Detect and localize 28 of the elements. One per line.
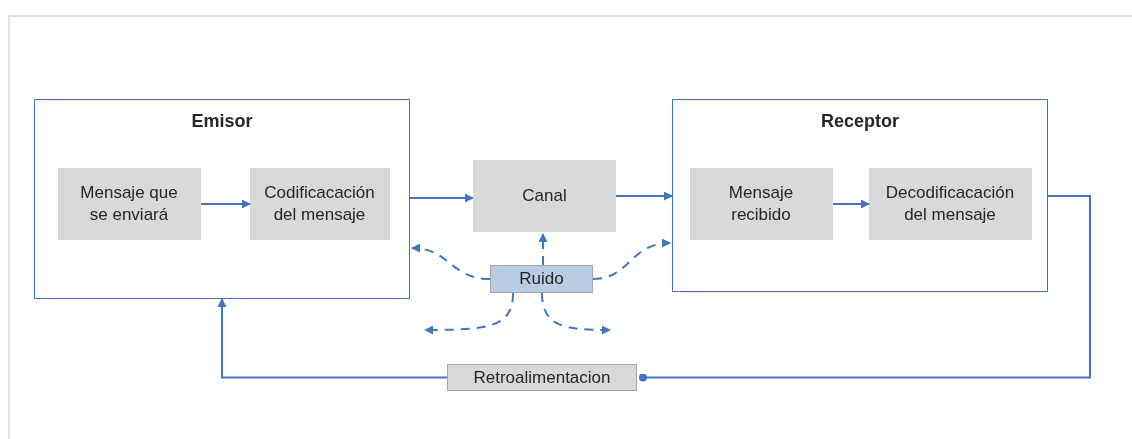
- arrow: [217, 298, 448, 379]
- group-box: [672, 99, 1048, 292]
- process-box: [249, 167, 390, 240]
- process-box: [689, 167, 833, 240]
- arrow: [411, 244, 491, 280]
- process-box: [57, 167, 201, 240]
- node-label: Canal: [522, 185, 567, 207]
- arrow: [200, 199, 251, 209]
- process-box: [868, 167, 1032, 240]
- group-box: [34, 99, 410, 299]
- node-label: Codificacación del mensaje: [263, 182, 376, 225]
- process-box: [473, 160, 616, 232]
- node-label: Retroalimentacion: [473, 366, 611, 389]
- node-label: Decodificacación del mensaje: [884, 182, 1016, 225]
- process-box: [447, 364, 637, 391]
- node-label: Mensaje que se enviará: [79, 182, 179, 225]
- arrow: [538, 233, 548, 266]
- arrow: [541, 292, 611, 335]
- arrow: [615, 191, 673, 201]
- group-heading: Receptor: [821, 110, 899, 133]
- arrow: [424, 292, 514, 335]
- node-label: Ruido: [519, 268, 564, 290]
- arrow: [409, 193, 474, 203]
- arrow: [832, 199, 870, 209]
- arrow: [592, 239, 671, 280]
- group-heading: Emisor: [191, 110, 253, 133]
- node-label: Mensaje recibido: [727, 182, 795, 225]
- noise-box: [490, 265, 593, 293]
